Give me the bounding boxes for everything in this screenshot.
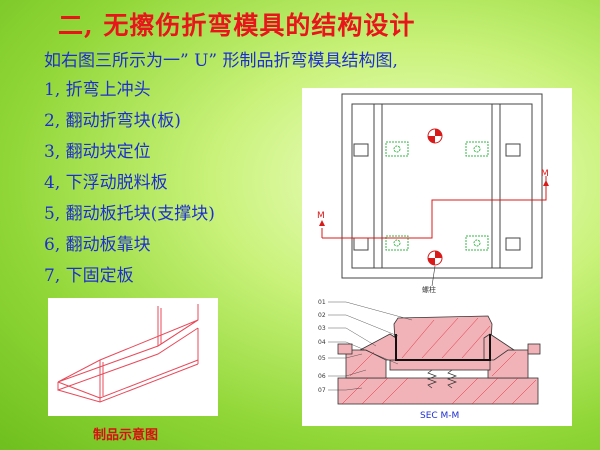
section-arrow-left-icon xyxy=(319,220,325,226)
slide-title: 二, 无擦伤折弯模具的结构设计 xyxy=(58,11,416,40)
intro-text: 如右图三所示为一” U” 形制品折弯模具结构图, xyxy=(44,51,398,71)
part-item-1: 1, 折弯上冲头 xyxy=(44,80,151,100)
part-item-6: 6, 翻动板靠块 xyxy=(44,235,151,255)
callout-04: 04 xyxy=(318,339,326,346)
locator-mark-bottom-icon xyxy=(427,250,443,266)
part-item-7: 7, 下固定板 xyxy=(44,266,134,286)
u-product-drawing xyxy=(57,304,199,403)
locator-mark-top-icon xyxy=(427,128,443,144)
part-item-5: 5, 翻动板托块(支撑块) xyxy=(44,204,215,224)
part-item-3: 3, 翻动块定位 xyxy=(44,142,151,162)
part-item-2: 2, 翻动折弯块(板) xyxy=(44,111,181,131)
product-illustration xyxy=(48,298,218,416)
callout-03: 03 xyxy=(318,325,326,332)
product-caption: 制品示意图 xyxy=(93,428,159,443)
callout-07: 07 xyxy=(318,387,326,394)
die-drawing-svg: M M 螺柱 xyxy=(317,93,549,421)
callout-06: 06 xyxy=(318,373,326,380)
parts-list: 1, 折弯上冲头 2, 翻动折弯块(板) 3, 翻动块定位 4, 下浮动脱料板 … xyxy=(44,78,215,295)
section-mark-right: M xyxy=(541,169,549,179)
callout-01: 01 xyxy=(318,299,326,306)
part-item-4: 4, 下浮动脱料板 xyxy=(44,173,168,193)
section-mark-left: M xyxy=(317,211,325,221)
callout-02: 02 xyxy=(318,312,326,319)
die-structure-drawing: M M 螺柱 xyxy=(302,88,572,426)
callout-05: 05 xyxy=(318,355,326,362)
section-title: SEC M-M xyxy=(420,411,459,421)
pin-label: 螺柱 xyxy=(422,285,436,294)
section-arrow-right-icon xyxy=(543,180,549,186)
